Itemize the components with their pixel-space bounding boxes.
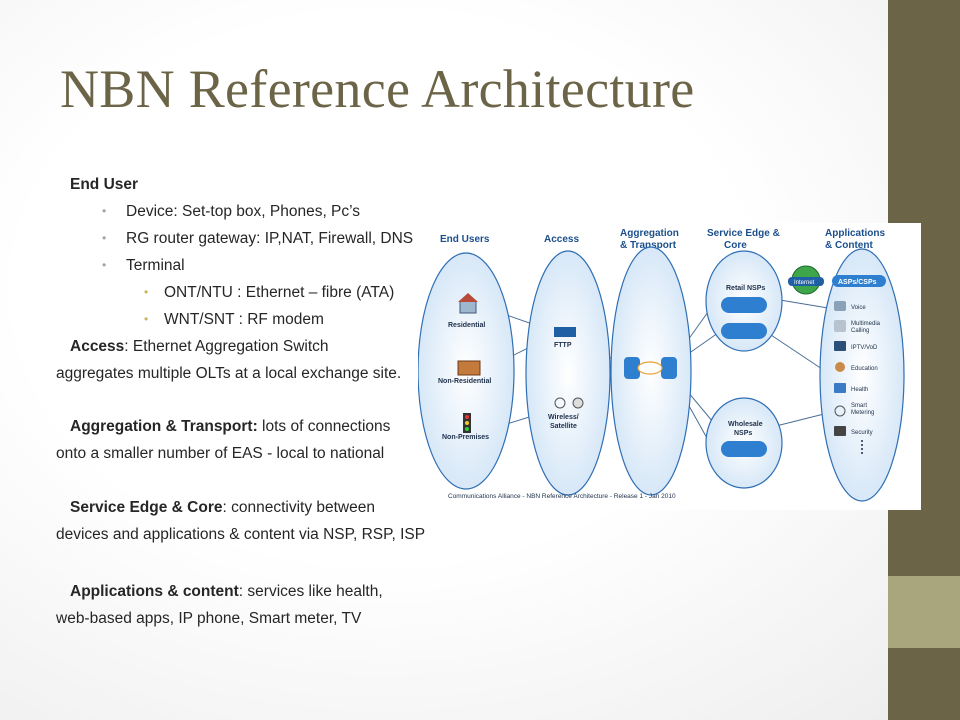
traffic-light-red (465, 415, 469, 419)
label-smart: Smart (851, 403, 867, 409)
health-icon (834, 383, 846, 393)
label-internet: Internet (794, 280, 815, 286)
label-wholesale-1: Wholesale (728, 421, 763, 428)
label-retail-nsps: Retail NSPs (726, 285, 765, 292)
nbn-architecture-diagram: End Users Access Aggregation & Transport… (418, 223, 921, 510)
apps-text: : services like health, (238, 583, 383, 600)
access-line: Access: Ethernet Aggregation Switch (70, 338, 329, 356)
phone-icon (834, 301, 846, 311)
label-multimedia: Multimedia (851, 321, 881, 327)
sub-bullet-ont: ONT/NTU : Ethernet – fibre (ATA) (144, 284, 394, 302)
access-text-2: aggregates multiple OLTs at a local exch… (56, 365, 402, 382)
sub-bullet-wnt: WNT/SNT : RF modem (144, 311, 324, 329)
apps-line: Applications & content: services like he… (70, 583, 383, 601)
service-heading: Service Edge & Core (70, 499, 223, 516)
apps-heading: Applications & content (70, 583, 239, 600)
access-heading: Access (70, 338, 125, 355)
more-items-ellipsis (861, 440, 863, 454)
antenna-icon (554, 397, 566, 409)
label-fttp: FTTP (554, 342, 572, 349)
header-end-users: End Users (440, 234, 490, 245)
retail-nsp-pill-1 (721, 297, 767, 313)
bullet-terminal: Terminal (102, 257, 184, 275)
label-non-premises: Non-Premises (442, 434, 489, 441)
bullet-device: Device: Set-top box, Phones, Pc’s (102, 203, 360, 221)
satellite-dish-icon (572, 397, 584, 409)
asps-csps-pill (832, 275, 886, 287)
agg-text: lots of connections (257, 418, 391, 435)
label-metering: Metering (851, 410, 874, 416)
residential-roof-icon (458, 293, 478, 302)
wholesale-nsp-pill (721, 441, 767, 457)
header-access: Access (544, 234, 579, 245)
aggregation-link-icon (637, 361, 663, 375)
label-residential: Residential (448, 322, 485, 329)
retail-nsp-pill-2 (721, 323, 767, 339)
label-education: Education (851, 366, 878, 372)
camera-icon (834, 426, 846, 436)
apps-text-2: web-based apps, IP phone, Smart meter, T… (56, 610, 362, 627)
header-service-2: Core (724, 240, 747, 251)
bullet-router: RG router gateway: IP,NAT, Firewall, DNS (102, 230, 413, 248)
fttp-connector-icon (554, 327, 576, 337)
meter-icon (834, 405, 846, 417)
label-wholesale-2: NSPs (734, 430, 752, 437)
label-satellite: Satellite (550, 423, 577, 430)
service-text: : connectivity between (222, 499, 375, 516)
agg-text-2: onto a smaller number of EAS - local to … (56, 445, 385, 462)
ellipse-access (525, 250, 611, 496)
slide-title: NBN Reference Architecture (60, 59, 695, 119)
service-line: Service Edge & Core: connectivity betwee… (70, 499, 375, 517)
tv-icon (834, 341, 846, 351)
internet-badge (788, 277, 824, 286)
multimedia-phone-icon (834, 320, 846, 332)
header-aggregation-2: & Transport (620, 240, 677, 251)
access-text: : Ethernet Aggregation Switch (124, 338, 329, 355)
label-calling: Calling (851, 328, 869, 334)
agg-line: Aggregation & Transport: lots of connect… (70, 418, 390, 436)
label-iptv: IPTV/VoD (851, 345, 878, 351)
aggregation-switch-right (661, 357, 677, 379)
education-icon (835, 362, 845, 372)
label-voice: Voice (851, 305, 866, 311)
diagram-caption: Communications Alliance - NBN Reference … (448, 493, 676, 500)
header-apps-2: & Content (825, 240, 873, 251)
label-wireless: Wireless/ (548, 414, 579, 421)
label-security: Security (851, 430, 873, 436)
sidebar-accent-band (888, 576, 960, 648)
ellipse-applications (819, 248, 905, 502)
traffic-light-yellow (465, 421, 469, 425)
non-residential-icon (457, 360, 481, 376)
header-aggregation-1: Aggregation (620, 228, 679, 239)
header-apps-1: Applications (825, 228, 885, 239)
label-asps-csps: ASPs/CSPs (838, 279, 877, 286)
header-service-1: Service Edge & (707, 228, 780, 239)
traffic-light-green (465, 427, 469, 431)
residential-icon (459, 300, 477, 314)
agg-heading: Aggregation & Transport: (70, 418, 258, 435)
label-health: Health (851, 387, 868, 393)
aggregation-switch-left (624, 357, 640, 379)
label-non-residential: Non-Residential (438, 378, 491, 385)
end-user-heading: End User (70, 176, 139, 193)
service-text-2: devices and applications & content via N… (56, 526, 426, 543)
